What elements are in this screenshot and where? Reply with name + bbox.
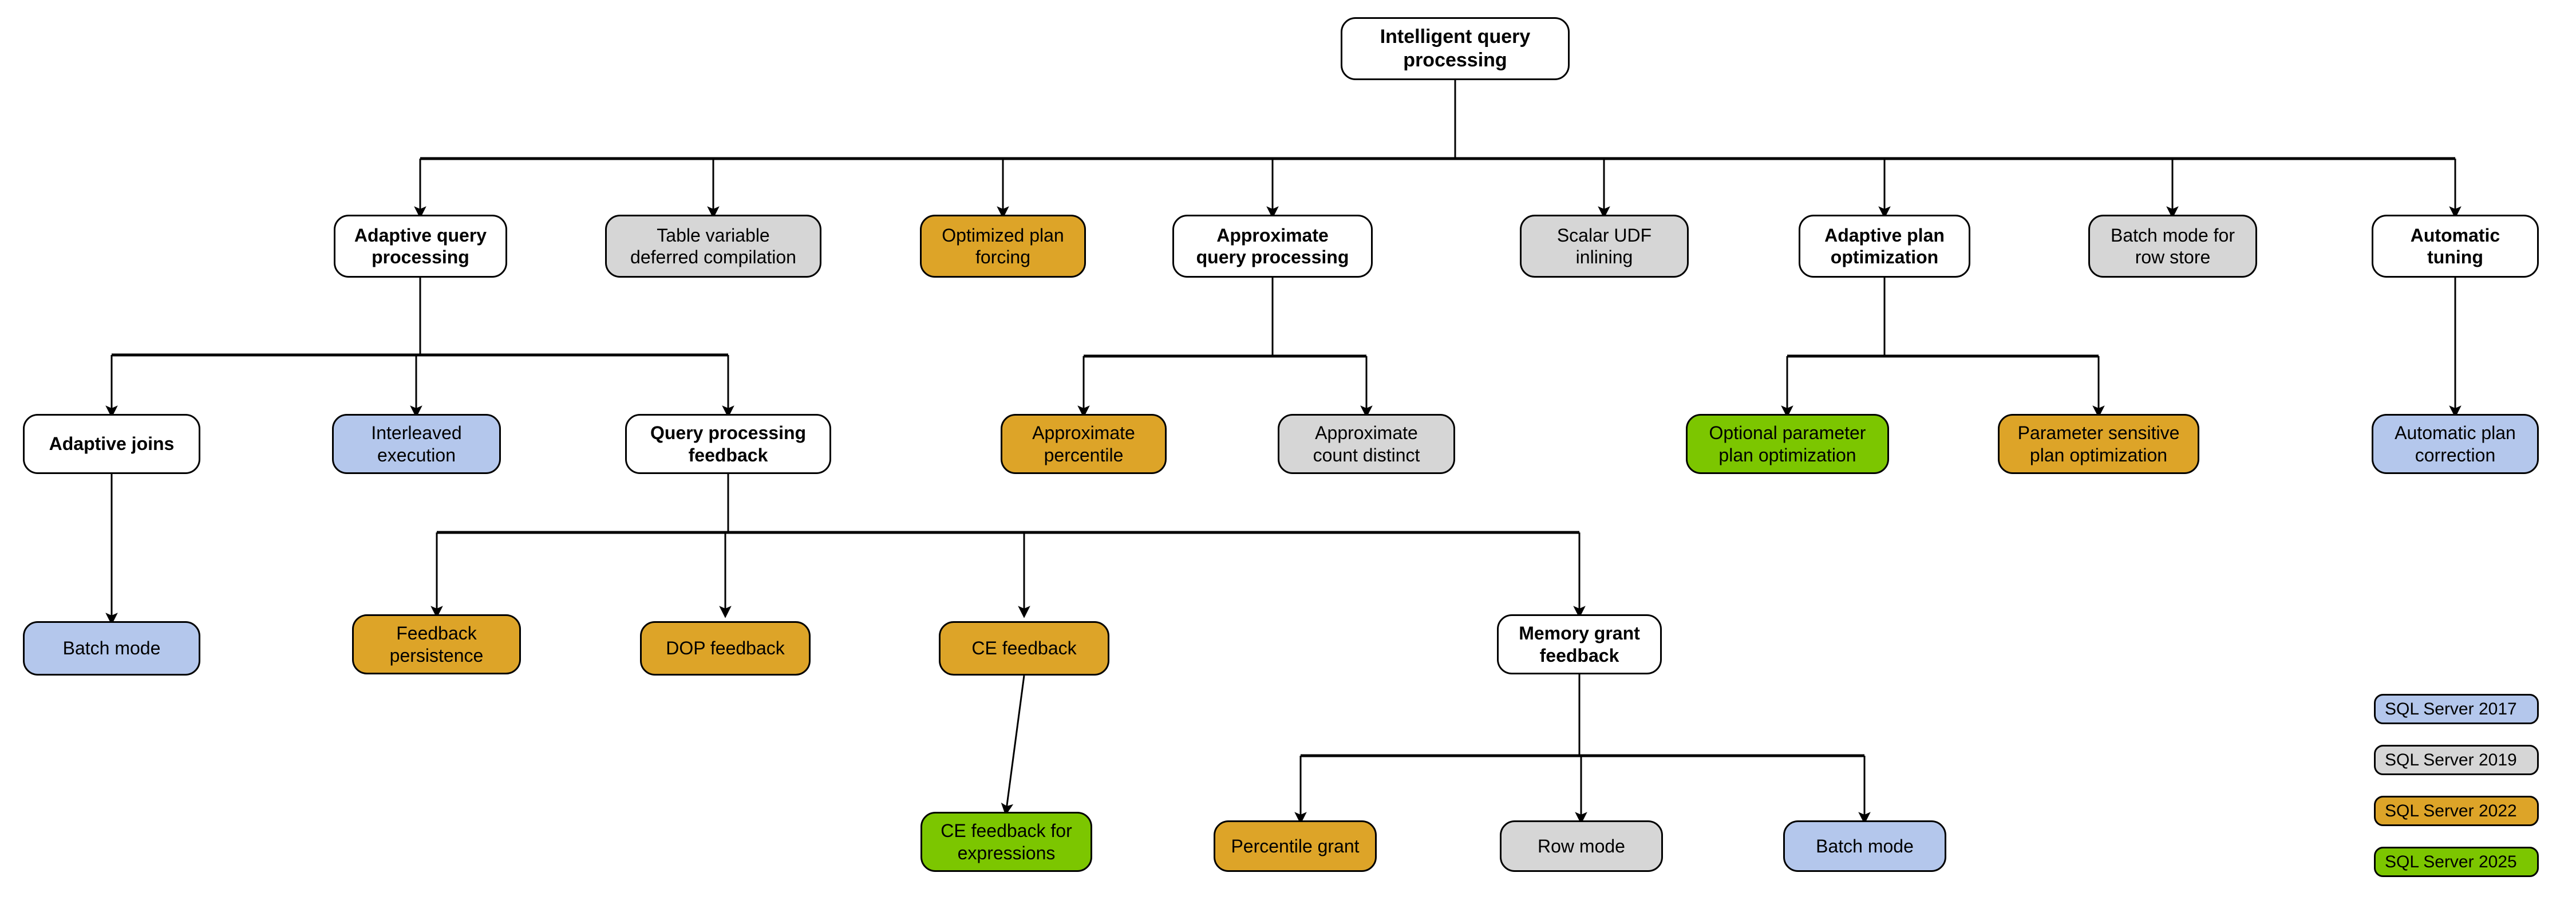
node-batchmode2[interactable]: Batch mode: [1783, 820, 1946, 872]
node-qpf[interactable]: Query processing feedback: [625, 414, 831, 474]
legend-2025: SQL Server 2025: [2374, 847, 2539, 877]
node-adaptivejoins[interactable]: Adaptive joins: [23, 414, 200, 474]
node-rowmode[interactable]: Row mode: [1500, 820, 1663, 872]
edge-cefb-to-expr: [1001, 675, 1025, 816]
node-root[interactable]: Intelligent query processing: [1341, 17, 1570, 80]
node-fbpersist[interactable]: Feedback persistence: [352, 614, 521, 674]
node-approxpct[interactable]: Approximate percentile: [1001, 414, 1167, 474]
node-cefb[interactable]: CE feedback: [939, 621, 1109, 676]
node-udf[interactable]: Scalar UDF inlining: [1520, 215, 1689, 278]
node-tvdc[interactable]: Table variable deferred compilation: [605, 215, 821, 278]
node-bmrs[interactable]: Batch mode for row store: [2088, 215, 2257, 278]
node-apo[interactable]: Adaptive plan optimization: [1799, 215, 1970, 278]
node-opf[interactable]: Optimized plan forcing: [920, 215, 1086, 278]
node-interleaved[interactable]: Interleaved execution: [332, 414, 501, 474]
node-mgf[interactable]: Memory grant feedback: [1497, 614, 1662, 674]
node-pctgrant[interactable]: Percentile grant: [1214, 820, 1377, 872]
node-apc[interactable]: Automatic plan correction: [2372, 414, 2539, 474]
node-approxcnt[interactable]: Approximate count distinct: [1278, 414, 1455, 474]
legend-2022: SQL Server 2022: [2374, 796, 2539, 826]
node-apq[interactable]: Approximate query processing: [1172, 215, 1373, 278]
node-autotune[interactable]: Automatic tuning: [2372, 215, 2539, 278]
node-batchmode1[interactable]: Batch mode: [23, 621, 200, 676]
node-oppo[interactable]: Optional parameter plan optimization: [1686, 414, 1889, 474]
legend-2017: SQL Server 2017: [2374, 694, 2539, 724]
legend-2019: SQL Server 2019: [2374, 745, 2539, 775]
node-aqp[interactable]: Adaptive query processing: [334, 215, 507, 278]
node-cefbexpr[interactable]: CE feedback for expressions: [920, 812, 1092, 872]
node-pspo[interactable]: Parameter sensitive plan optimization: [1998, 414, 2199, 474]
node-dopfb[interactable]: DOP feedback: [640, 621, 811, 676]
